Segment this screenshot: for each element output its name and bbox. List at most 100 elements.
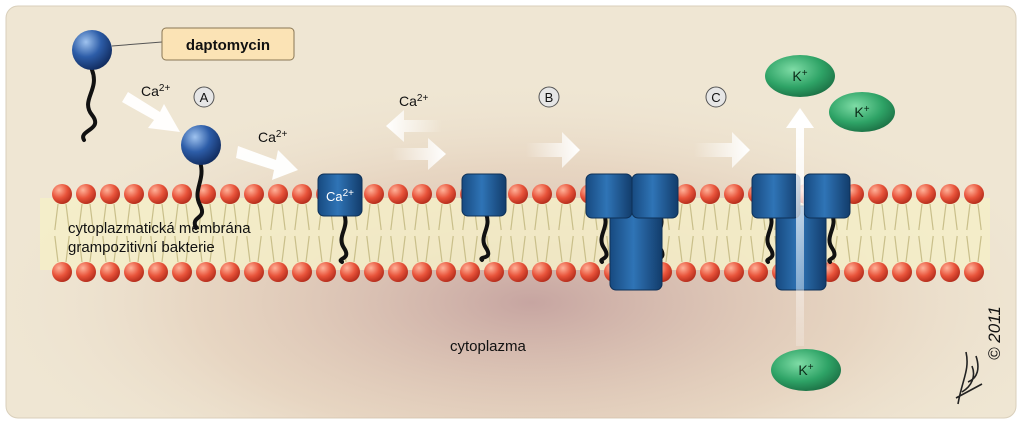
lipid-head-outer [868, 184, 888, 204]
lipid-head-outer [172, 184, 192, 204]
lipid-head-outer [724, 184, 744, 204]
step-a-marker [193, 86, 215, 108]
lipid-tail [390, 203, 395, 231]
lipid-tail [942, 235, 947, 263]
lipid-head-inner [508, 262, 528, 282]
lipid-tail [137, 235, 142, 263]
lipid-tail [113, 203, 118, 231]
lipid-tail [257, 235, 262, 263]
lipid-tail [606, 235, 611, 263]
lipid-head-inner [940, 262, 960, 282]
step-c-marker [705, 86, 727, 108]
lipid-head-outer [52, 184, 72, 204]
lipid-tail [257, 203, 262, 231]
lipid-tail [281, 203, 286, 231]
lipid-head-outer [196, 184, 216, 204]
lipid-tail [521, 203, 526, 231]
lipid-head-outer [268, 184, 288, 204]
lipid-tail [881, 203, 886, 231]
lipid-head-inner [244, 262, 264, 282]
lipid-tail [534, 203, 539, 231]
lipid-tail [918, 203, 923, 231]
lipid-head-inner [52, 262, 72, 282]
arrow-calcium-left [386, 110, 442, 142]
oligomer-left-subunit [585, 173, 633, 219]
calcium-bound-complex [317, 173, 363, 217]
lipid-head-inner [172, 262, 192, 282]
lipid-tail [161, 203, 166, 231]
lipid-tail [870, 203, 875, 231]
lipid-tail [953, 235, 958, 263]
daptomycin-label: daptomycin [186, 37, 270, 54]
lipid-head-inner [868, 262, 888, 282]
lipid-tail [473, 235, 478, 263]
lipid-head-inner [196, 262, 216, 282]
lipid-head-inner [100, 262, 120, 282]
inserted-monomer [461, 173, 507, 217]
lipid-tail [222, 235, 227, 263]
lipid-tail [857, 203, 862, 231]
arrow-calcium-right [392, 138, 446, 170]
lipid-tail [462, 235, 467, 263]
lipid-tail [894, 235, 899, 263]
lipid-head-outer [220, 184, 240, 204]
lipid-tail [113, 235, 118, 263]
lipid-head-inner [556, 262, 576, 282]
lipid-tail [678, 235, 683, 263]
lipid-tail [510, 235, 515, 263]
lipid-tail [438, 203, 443, 231]
lipid-head-inner [844, 262, 864, 282]
lipid-tail [126, 235, 131, 263]
lipid-tail [881, 235, 886, 263]
potassium-efflux-arrowhead [786, 108, 814, 128]
complex-tail [338, 212, 349, 264]
lipid-tail [510, 203, 515, 231]
lipid-tail [689, 203, 694, 231]
potassium-label-inside: K+ [798, 362, 813, 378]
membrane-label-line2: grampozitivní bakterie [68, 239, 215, 256]
lipid-tail [545, 203, 550, 231]
lipid-tail [894, 203, 899, 231]
lipid-tail [857, 235, 862, 263]
lipid-tail [425, 235, 430, 263]
lipid-head-outer [676, 184, 696, 204]
lipid-tail [977, 235, 982, 263]
lipid-tail [281, 235, 286, 263]
lipid-tail [449, 235, 454, 263]
lipid-tail [54, 203, 59, 231]
lipid-tail [89, 235, 94, 263]
lipid-head-outer [100, 184, 120, 204]
lipid-tail [222, 203, 227, 231]
lipid-head-inner [412, 262, 432, 282]
lipid-tail [713, 203, 718, 231]
lipid-tail [425, 203, 430, 231]
lipid-tail [198, 235, 203, 263]
step-b-label: B [545, 90, 554, 105]
lipid-tail [713, 235, 718, 263]
lipid-head-inner [292, 262, 312, 282]
lipid-head-outer [940, 184, 960, 204]
lipid-tail [678, 203, 683, 231]
potassium-label-outside-1: K+ [792, 68, 807, 84]
lipid-tail [233, 235, 238, 263]
lipid-head-inner [148, 262, 168, 282]
lipid-head-outer [916, 184, 936, 204]
lipid-tail [102, 235, 107, 263]
lipid-head-inner [388, 262, 408, 282]
lipid-tail [185, 235, 190, 263]
lipid-head-inner [892, 262, 912, 282]
lipid-tail [870, 235, 875, 263]
lipid-tail [294, 203, 299, 231]
lipid-tail [390, 235, 395, 263]
lipid-tail [174, 203, 179, 231]
lipid-head-inner [580, 262, 600, 282]
lipid-tail [209, 203, 214, 231]
lipid-tail [966, 235, 971, 263]
lipid-tail [318, 235, 323, 263]
arrow-calcium-2 [236, 146, 298, 180]
lipid-tail [102, 203, 107, 231]
lipid-tail [497, 235, 502, 263]
lipid-tail [185, 203, 190, 231]
pore-right-subunit [803, 173, 851, 219]
lipid-tail [593, 235, 598, 263]
